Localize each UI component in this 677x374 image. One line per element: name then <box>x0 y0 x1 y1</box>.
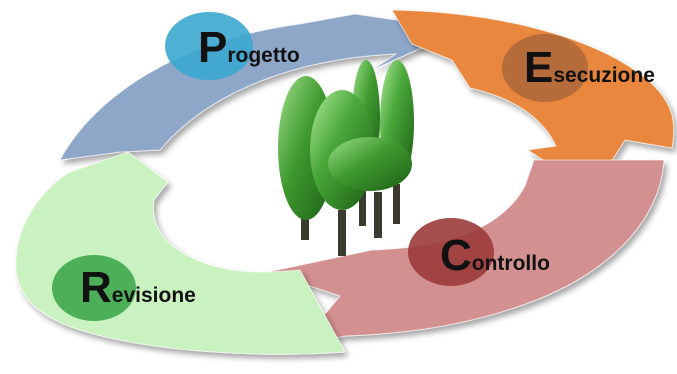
arrow-esecuzione <box>391 9 675 193</box>
tree-trunk <box>393 184 400 224</box>
trees-icon <box>278 60 414 256</box>
step-progetto: Progetto <box>165 12 300 80</box>
step-circle <box>408 218 494 286</box>
step-circle <box>52 255 136 321</box>
step-initial: E <box>524 43 553 92</box>
tree-trunk <box>374 192 382 238</box>
step-initial: R <box>80 263 112 312</box>
step-revisione: Revisione <box>52 255 196 321</box>
tree-trunk <box>338 210 346 256</box>
tree-crown <box>328 137 412 191</box>
step-label: Esecuzione <box>524 43 655 92</box>
tree-trunk <box>359 190 366 226</box>
step-rest: ontrollo <box>472 252 550 275</box>
step-circle <box>165 12 253 80</box>
step-rest: rogetto <box>227 44 299 67</box>
step-controllo: Controllo <box>408 218 550 286</box>
step-circle <box>502 34 588 102</box>
step-label: Progetto <box>198 23 300 72</box>
step-initial: C <box>440 231 472 280</box>
step-label: Revisione <box>80 263 196 312</box>
step-esecuzione: Esecuzione <box>502 34 655 102</box>
step-rest: evisione <box>112 284 196 307</box>
step-label: Controllo <box>440 231 550 280</box>
step-rest: secuzione <box>553 64 655 87</box>
arrow-progetto <box>59 13 464 161</box>
step-initial: P <box>198 23 227 72</box>
